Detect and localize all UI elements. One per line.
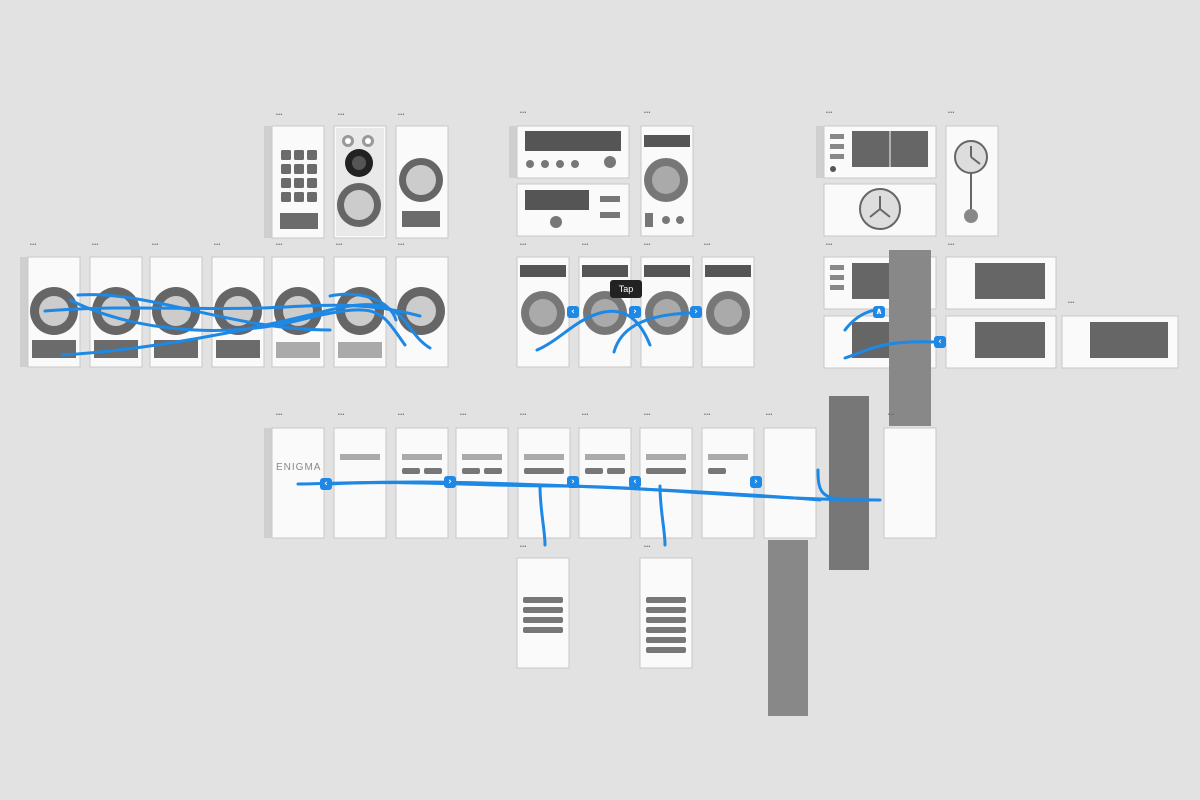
enigma-logo: ENIGMA	[276, 462, 322, 473]
artboard-label: •••	[826, 242, 833, 248]
artboard-label: •••	[888, 412, 895, 418]
rotary-row	[20, 256, 449, 368]
artboard-label: •••	[92, 242, 99, 248]
link-node-fwd[interactable]: ›	[444, 476, 456, 488]
artboard-label: •••	[704, 412, 711, 418]
artboard-label: •••	[152, 242, 159, 248]
artboard-label: •••	[644, 412, 651, 418]
artboard-label: •••	[582, 412, 589, 418]
clock-row	[823, 250, 1179, 426]
artboard-label: •••	[398, 412, 405, 418]
artboard-label: •••	[766, 412, 773, 418]
artboard-label: •••	[338, 412, 345, 418]
radio-top	[509, 125, 694, 237]
artboard-label: •••	[214, 242, 221, 248]
artboard-label: •••	[644, 242, 651, 248]
artboard-label: •••	[520, 110, 527, 116]
artboard-speaker[interactable]	[333, 125, 387, 239]
link-node-fwd[interactable]: ›	[750, 476, 762, 488]
link-node-fwd[interactable]: ›	[690, 306, 702, 318]
artboard-label: •••	[582, 242, 589, 248]
artboard-label: •••	[644, 110, 651, 116]
link-node-back[interactable]: ‹	[320, 478, 332, 490]
link-node-up[interactable]: ∧	[873, 306, 885, 318]
artboard-keypad[interactable]	[264, 125, 325, 239]
artboard-label: •••	[338, 112, 345, 118]
artboard-label: •••	[644, 544, 651, 550]
artboard-label: •••	[398, 112, 405, 118]
clock-group	[816, 125, 999, 237]
link-node-back[interactable]: ‹	[934, 336, 946, 348]
artboard-label: •••	[948, 110, 955, 116]
artboard-rotary[interactable]	[395, 125, 449, 239]
artboard-label: •••	[30, 242, 37, 248]
sub-boards	[516, 540, 808, 716]
link-node-fwd[interactable]: ›	[629, 306, 641, 318]
radio-row	[516, 256, 755, 368]
link-node-back[interactable]: ‹	[567, 306, 579, 318]
artboard-label: •••	[1068, 300, 1075, 306]
artboard-label: •••	[948, 242, 955, 248]
wires	[43, 292, 937, 547]
artboard-label: •••	[520, 242, 527, 248]
link-node-fwd[interactable]: ›	[567, 476, 579, 488]
artboard-label: •••	[276, 112, 283, 118]
artboard-label: •••	[336, 242, 343, 248]
artboard-label: •••	[398, 242, 405, 248]
artboard-label: •••	[826, 110, 833, 116]
artboard-label: •••	[704, 242, 711, 248]
artboard-label: •••	[520, 412, 527, 418]
tap-tooltip: Tap	[610, 280, 642, 298]
artboard-label: •••	[276, 412, 283, 418]
artboard-label: •••	[520, 544, 527, 550]
artboard-label: •••	[276, 242, 283, 248]
artboard-label: •••	[460, 412, 467, 418]
link-node-back[interactable]: ‹	[629, 476, 641, 488]
